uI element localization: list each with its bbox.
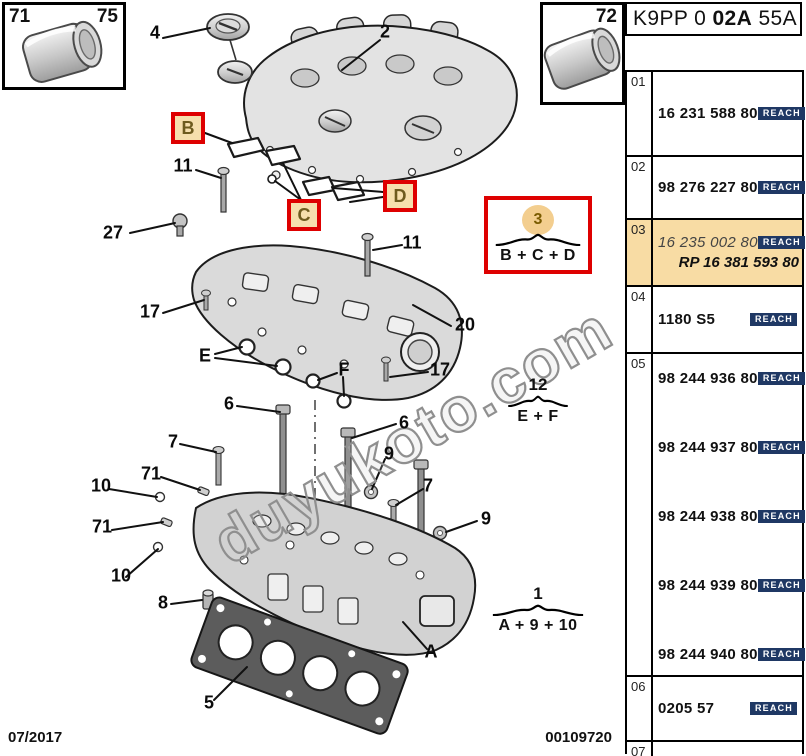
group-12-formula: E + F xyxy=(517,408,559,425)
part-number[interactable]: 98 244 940 80 xyxy=(658,646,758,663)
inset-label-72: 72 xyxy=(595,6,617,27)
inset-label-75: 75 xyxy=(96,6,118,27)
group-3-badge[interactable]: 3 B + C + D xyxy=(484,196,592,274)
row-ref: 05 xyxy=(627,354,653,675)
callout-box-B[interactable]: B xyxy=(171,112,205,144)
callout-9[interactable]: 9 xyxy=(383,443,395,464)
parts-row-04[interactable]: 04 1180 S5 REACH xyxy=(627,287,802,354)
group-1-number: 1 xyxy=(533,584,543,603)
group-3-number: 3 xyxy=(522,205,554,235)
gaskets-drawing xyxy=(226,136,366,202)
part-number[interactable]: 16 235 002 80 xyxy=(658,234,758,251)
part-number[interactable]: 0205 57 xyxy=(658,700,715,717)
callout-10[interactable]: 10 xyxy=(90,475,112,496)
callout-6[interactable]: 6 xyxy=(398,412,410,433)
callout-71[interactable]: 71 xyxy=(91,516,113,537)
callout-17[interactable]: 17 xyxy=(139,301,161,322)
footer-date: 07/2017 xyxy=(8,729,63,746)
part-number[interactable]: 1180 S5 xyxy=(658,311,716,328)
callout-7[interactable]: 7 xyxy=(422,475,434,496)
group-12-number: 12 xyxy=(528,375,548,394)
plug-cap-image xyxy=(543,27,621,90)
brace-icon xyxy=(508,395,568,407)
reach-badge[interactable]: REACH xyxy=(757,509,805,524)
callout-17[interactable]: 17 xyxy=(429,359,451,380)
reach-badge[interactable]: REACH xyxy=(749,701,797,716)
row-ref: 07 xyxy=(627,742,653,756)
callout-2[interactable]: 2 xyxy=(379,21,391,42)
catalog-code: K9PP 0 02A 55A xyxy=(625,2,802,36)
reach-badge[interactable]: REACH xyxy=(757,647,805,662)
callout-A[interactable]: A xyxy=(424,641,438,662)
part-number[interactable]: 98 244 938 80 xyxy=(658,508,758,525)
callout-E[interactable]: E xyxy=(198,345,212,366)
part-number[interactable]: 98 244 937 80 xyxy=(658,439,758,456)
callout-6[interactable]: 6 xyxy=(223,393,235,414)
callout-27[interactable]: 27 xyxy=(102,222,124,243)
row-ref: 06 xyxy=(627,677,653,740)
row-ref: 01 xyxy=(627,72,653,155)
reach-badge[interactable]: REACH xyxy=(757,180,805,195)
part-number[interactable]: 98 244 936 80 xyxy=(658,370,758,387)
rp-number: RP 16 381 593 80 xyxy=(678,254,799,271)
callout-9[interactable]: 9 xyxy=(480,508,492,529)
callout-7[interactable]: 7 xyxy=(167,431,179,452)
row-ref: 04 xyxy=(627,287,653,352)
catalog-code-pre: K9PP 0 xyxy=(633,7,713,30)
callout-11[interactable]: 11 xyxy=(402,232,422,253)
callout-box-D[interactable]: D xyxy=(383,180,417,212)
callout-20[interactable]: 20 xyxy=(454,314,476,335)
inset-box-71-75: 71 75 xyxy=(2,2,126,90)
callout-5[interactable]: 5 xyxy=(203,692,215,713)
leader-lines xyxy=(108,27,478,701)
inset-label-71: 71 xyxy=(9,6,31,27)
inset-box-72: 72 xyxy=(540,2,625,105)
reach-badge[interactable]: REACH xyxy=(757,578,805,593)
callout-4[interactable]: 4 xyxy=(149,22,161,43)
group-3-formula: B + C + D xyxy=(500,247,576,264)
reach-badge[interactable]: REACH xyxy=(757,371,805,386)
parts-row-06[interactable]: 06 0205 57 REACH xyxy=(627,677,802,742)
group-12-badge[interactable]: 12 E + F xyxy=(501,376,575,426)
upper-cover-drawing xyxy=(243,14,518,184)
callout-F[interactable]: F xyxy=(338,359,350,380)
callout-10[interactable]: 10 xyxy=(110,565,132,586)
parts-row-07[interactable]: 07 xyxy=(627,742,802,756)
callout-8[interactable]: 8 xyxy=(157,592,169,613)
callout-11[interactable]: 11 xyxy=(173,155,193,176)
part-number[interactable]: 98 276 227 80 xyxy=(658,179,758,196)
head-gasket-drawing xyxy=(190,596,409,735)
callout-box-C[interactable]: C xyxy=(287,199,321,231)
footer-doc-number: 00109720 xyxy=(545,729,612,746)
reach-badge[interactable]: REACH xyxy=(757,235,805,250)
catalog-code-post: 55A xyxy=(752,7,798,30)
group-1-badge[interactable]: 1 A + 9 + 10 xyxy=(489,585,587,635)
row-ref: 02 xyxy=(627,157,653,218)
plug-cap-image xyxy=(22,20,103,83)
reach-badge[interactable]: REACH xyxy=(749,312,797,327)
reach-badge[interactable]: REACH xyxy=(757,106,805,121)
cam-housing-drawing xyxy=(191,244,463,401)
group-1-formula: A + 9 + 10 xyxy=(498,617,578,634)
part-number[interactable]: 16 231 588 80 xyxy=(658,105,758,122)
exploded-view-drawing xyxy=(108,13,518,735)
part-number[interactable]: 98 244 939 80 xyxy=(658,577,758,594)
brace-icon xyxy=(495,233,581,246)
brace-icon xyxy=(492,604,584,616)
reach-badge[interactable]: REACH xyxy=(757,440,805,455)
oil-cap-drawing xyxy=(206,13,253,84)
callout-71[interactable]: 71 xyxy=(140,463,162,484)
cylinder-head-drawing xyxy=(192,491,477,656)
row-ref: 03 xyxy=(627,220,653,285)
catalog-code-bold: 02A xyxy=(712,7,753,30)
